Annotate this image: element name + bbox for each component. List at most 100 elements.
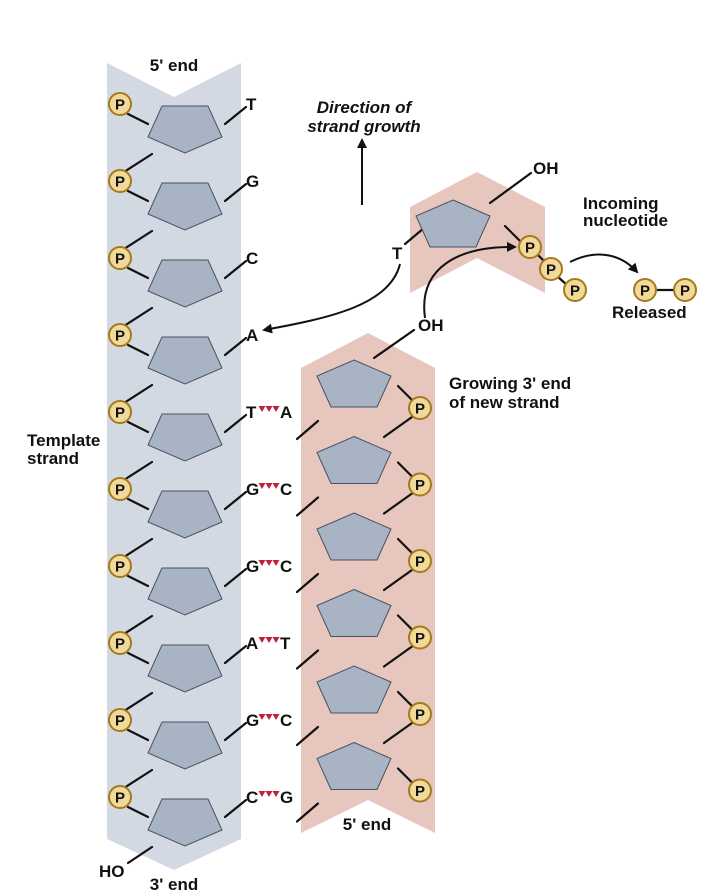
incoming-sugar xyxy=(415,199,491,248)
template-sugar-phosphate-bond xyxy=(122,152,154,174)
hbond-mark xyxy=(272,791,280,797)
template-sugar-phosphate-bond xyxy=(122,306,154,328)
new-strand-5-end-label: 5' end xyxy=(343,815,391,834)
incoming-phosphate-beta xyxy=(539,257,563,281)
template-base: C xyxy=(246,249,258,268)
hbond-mark xyxy=(258,714,266,720)
template-sugar xyxy=(147,490,223,539)
new-sugar xyxy=(316,741,392,790)
template-sugar-phosphate-bond xyxy=(122,383,154,405)
hbond-mark xyxy=(265,560,273,566)
template-sugar-phosphate-bond xyxy=(122,768,154,790)
hydrogen-bond xyxy=(258,483,280,489)
incoming-sugar-base-bond xyxy=(403,226,426,246)
new-phosphate-sugar-bond xyxy=(382,645,414,668)
template-phosphate-label: P xyxy=(115,328,125,345)
new-phosphate xyxy=(408,702,432,726)
template-phosphate-label: P xyxy=(115,174,125,191)
template-sugar-base-bond xyxy=(223,798,248,819)
template-sugar-phosphate-bond xyxy=(122,691,154,713)
released-phosphate-2-label: P xyxy=(680,283,690,300)
hbond-mark xyxy=(258,406,266,412)
template-sugar xyxy=(147,182,223,231)
new-sugar-base-bond xyxy=(295,725,320,747)
template-phosphate xyxy=(108,477,132,501)
new-phosphate xyxy=(408,396,432,420)
incoming-phosphate-gamma-label: P xyxy=(570,283,580,300)
new-sugar-base-bond xyxy=(295,419,320,441)
direction-label-line2: strand growth xyxy=(307,117,420,136)
template-base: T xyxy=(246,403,257,422)
template-phosphate xyxy=(108,708,132,732)
template-sugar-base-bond xyxy=(223,721,248,742)
hbond-mark xyxy=(272,560,280,566)
hbond-mark xyxy=(258,791,266,797)
hbond-mark xyxy=(258,637,266,643)
new-strand-base: C xyxy=(280,480,292,499)
new-phosphate-sugar-bond xyxy=(382,568,414,592)
template-sugar xyxy=(147,721,223,770)
new-phosphate-sugar-bond xyxy=(382,415,414,439)
hbond-mark xyxy=(272,714,280,720)
hydrogen-bond xyxy=(258,406,280,412)
new-phosphate-label: P xyxy=(415,554,425,571)
template-phosphate-label: P xyxy=(115,405,125,422)
template-phosphate-sugar-bond xyxy=(126,805,150,819)
new-sugar-base-bond xyxy=(295,496,320,517)
template-3-end-label: 3' end xyxy=(150,875,198,894)
new-sugar xyxy=(316,665,392,714)
template-sugar-base-bond xyxy=(223,336,248,357)
new-phosphate-label: P xyxy=(415,401,425,418)
new-phosphate xyxy=(408,778,432,803)
new-sugar xyxy=(316,359,392,408)
template-phosphate xyxy=(108,246,132,270)
new-phosphate xyxy=(408,625,432,650)
template-3-end-bond xyxy=(126,845,154,865)
new-sugar xyxy=(316,512,392,561)
template-sugar xyxy=(147,798,223,847)
hbond-mark xyxy=(272,637,280,643)
template-phosphate-sugar-bond xyxy=(126,189,150,203)
new-phosphate-sugar-bond xyxy=(382,721,414,745)
bond-formation-arrow xyxy=(423,241,517,319)
template-5-end-label: 5' end xyxy=(150,56,198,75)
template-phosphate xyxy=(108,785,132,809)
new-sugar-base-bond xyxy=(295,649,320,670)
template-phosphate xyxy=(108,169,132,193)
template-phosphate xyxy=(108,554,132,578)
template-phosphate xyxy=(108,92,132,116)
template-base: A xyxy=(246,634,258,653)
template-base: G xyxy=(246,172,259,191)
template-phosphate-label: P xyxy=(115,97,125,114)
template-base: G xyxy=(246,711,259,730)
hbond-mark xyxy=(258,483,266,489)
new-sugar xyxy=(316,435,392,484)
template-sugar-phosphate-bond xyxy=(122,229,154,251)
hbond-mark xyxy=(265,483,273,489)
template-phosphate-label: P xyxy=(115,559,125,576)
new-phosphate-label: P xyxy=(415,477,425,494)
hbond-mark xyxy=(265,406,273,412)
template-phosphate-sugar-bond xyxy=(126,112,150,126)
template-phosphate-label: P xyxy=(115,636,125,653)
new-strand-3-oh-bond xyxy=(372,328,416,360)
template-phosphate-sugar-bond xyxy=(126,574,150,588)
template-phosphate-label: P xyxy=(115,713,125,730)
template-phosphate-sugar-bond xyxy=(126,343,150,357)
new-phosphate-label: P xyxy=(415,630,425,647)
new-sugar-base-bond xyxy=(295,802,320,823)
template-base: A xyxy=(246,326,258,345)
hydrogen-bond xyxy=(258,714,280,720)
hbond-mark xyxy=(272,483,280,489)
hydrogen-bond xyxy=(258,637,280,643)
template-sugar-base-bond xyxy=(223,259,248,280)
new-strand-oh-label: OH xyxy=(418,316,444,335)
template-phosphate xyxy=(108,323,132,347)
template-sugar xyxy=(147,259,223,308)
template-sugar-base-bond xyxy=(223,567,248,588)
new-strand-base: G xyxy=(280,788,293,807)
template-sugar xyxy=(147,644,223,693)
template-sugar-phosphate-bond xyxy=(122,460,154,482)
template-sugar xyxy=(147,567,223,616)
new-strand-base: C xyxy=(280,711,292,730)
